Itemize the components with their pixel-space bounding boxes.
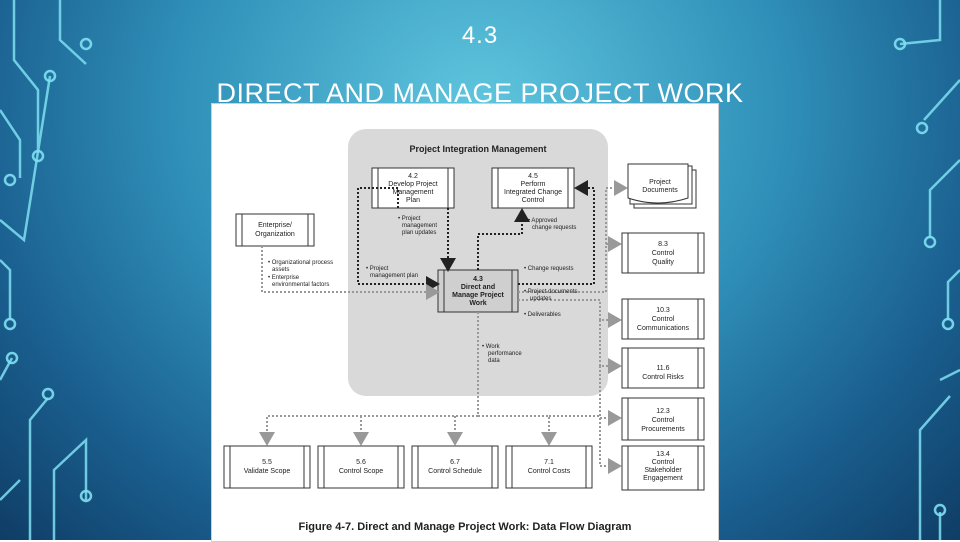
- box-line: Control: [652, 316, 675, 323]
- box-line: 5.6: [356, 459, 366, 466]
- control-procurements-box: 12.3 Control Procurements: [621, 397, 705, 441]
- box-line: 8.3: [658, 241, 668, 248]
- box-line: 7.1: [544, 459, 554, 466]
- project-documents: Project Documents: [627, 163, 697, 209]
- project-documents-line: Project: [649, 179, 671, 186]
- box-line: Control Costs: [528, 468, 571, 475]
- develop-plan-line: Management: [393, 189, 434, 196]
- enterprise-line: Enterprise/: [258, 222, 292, 229]
- change-control-line: Perform: [521, 181, 546, 188]
- data-flow-diagram: Project Integration Management 4.2 Devel…: [211, 103, 719, 542]
- label-approved: • Approved: [528, 218, 557, 224]
- enterprise-line: Organization: [255, 231, 295, 238]
- process-change-control: 4.5 Perform Integrated Change Control: [491, 167, 575, 209]
- box-line: 5.5: [262, 459, 272, 466]
- box-line: Control Scope: [339, 468, 383, 475]
- panel-title: Project Integration Management: [409, 144, 546, 154]
- direct-manage-line: Work: [469, 300, 486, 307]
- label-org-assets: environmental factors: [272, 282, 329, 288]
- label-work-perf: • Work: [482, 344, 501, 350]
- label-deliverables: • Deliverables: [524, 312, 561, 318]
- label-work-perf: data: [488, 358, 500, 364]
- box-line: Validate Scope: [244, 468, 291, 475]
- box-line: Control: [652, 250, 675, 257]
- develop-plan-line: Develop Project: [388, 181, 437, 188]
- direct-manage-id: 4.3: [473, 276, 483, 283]
- label-plan-updates: plan updates: [402, 230, 436, 236]
- control-quality-box: 8.3 Control Quality: [621, 232, 705, 274]
- box-line: Procurements: [641, 426, 685, 433]
- box-line: Control: [652, 417, 675, 424]
- process-direct-manage: 4.3 Direct and Manage Project Work: [437, 269, 519, 313]
- label-org-assets: • Enterprise: [268, 275, 300, 281]
- box-line: Quality: [652, 259, 674, 266]
- label-org-assets: • Organizational process: [268, 260, 333, 266]
- label-doc-updates: updates: [530, 296, 551, 302]
- direct-manage-line: Manage Project: [452, 292, 504, 299]
- change-control-line: Control: [522, 197, 545, 204]
- process-develop-plan: 4.2 Develop Project Management Plan: [371, 167, 455, 209]
- gray-flows: [259, 180, 628, 474]
- develop-plan-id: 4.2: [408, 173, 418, 180]
- diagram-canvas: Project Integration Management 4.2 Devel…: [223, 129, 705, 491]
- box-line: 12.3: [656, 408, 670, 415]
- box-line: Control Schedule: [428, 468, 482, 475]
- box-line: 13.4: [656, 451, 670, 458]
- control-scope-box: 5.6 Control Scope: [317, 445, 405, 489]
- box-line: Control Risks: [642, 374, 684, 381]
- develop-plan-line: Plan: [406, 197, 420, 204]
- box-line: 10.3: [656, 307, 670, 314]
- label-approved: change requests: [532, 225, 576, 231]
- enterprise-organization: Enterprise/ Organization: [235, 213, 315, 247]
- box-line: Control: [652, 459, 675, 466]
- control-risks-box: 11.6 Control Risks: [621, 347, 705, 389]
- label-doc-updates: • Project documents: [524, 289, 577, 295]
- flow-labels: • Project management plan updates • Appr…: [268, 216, 577, 364]
- box-line: Stakeholder: [644, 467, 682, 474]
- control-stakeholder-box: 13.4 Control Stakeholder Engagement: [621, 445, 705, 491]
- box-line: Communications: [637, 325, 690, 332]
- black-flows: [357, 180, 595, 292]
- control-schedule-box: 6.7 Control Schedule: [411, 445, 499, 489]
- label-change-requests: • Change requests: [524, 266, 573, 272]
- label-pm-plan: • Project: [366, 266, 389, 272]
- slide-number: 4.3: [461, 22, 499, 49]
- change-control-id: 4.5: [528, 173, 538, 180]
- direct-manage-line: Direct and: [461, 284, 495, 291]
- figure-caption: Figure 4-7. Direct and Manage Project Wo…: [298, 521, 632, 533]
- control-costs-box: 7.1 Control Costs: [505, 445, 593, 489]
- label-plan-updates: • Project: [398, 216, 421, 222]
- label-plan-updates: management: [402, 223, 437, 229]
- label-org-assets: assets: [272, 267, 289, 273]
- project-documents-line: Documents: [642, 187, 678, 194]
- control-communications-box: 10.3 Control Communications: [621, 298, 705, 340]
- box-line: 11.6: [656, 365, 669, 372]
- change-control-line: Integrated Change: [504, 189, 562, 196]
- box-line: Engagement: [643, 475, 683, 482]
- label-work-perf: performance: [488, 351, 522, 357]
- box-line: 6.7: [450, 459, 460, 466]
- validate-scope-box: 5.5 Validate Scope: [223, 445, 311, 489]
- label-pm-plan: management plan: [370, 273, 418, 279]
